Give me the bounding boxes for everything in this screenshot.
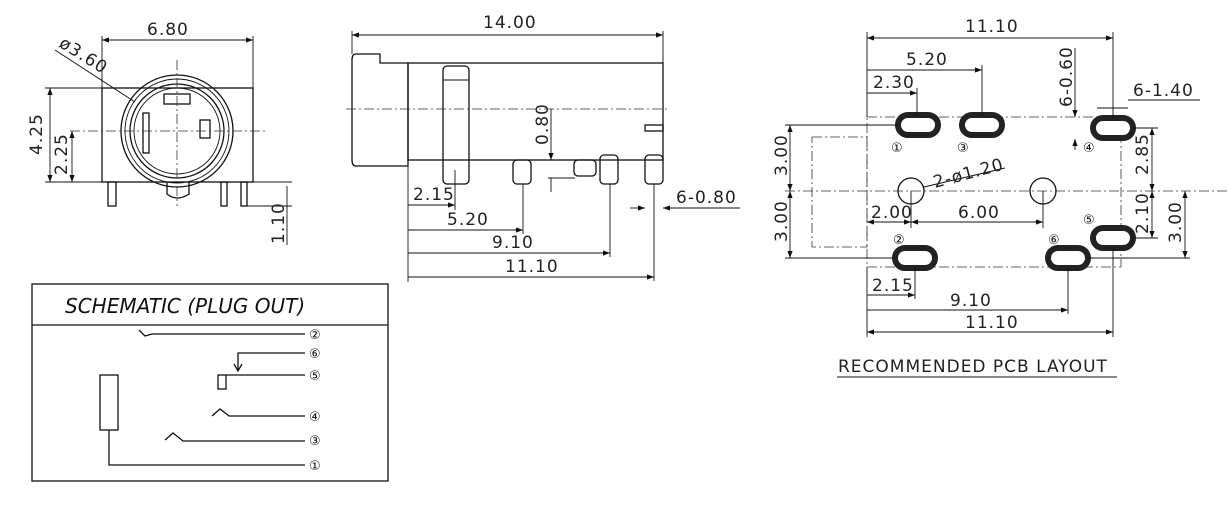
pad-width-dim: 6-1.40 — [1133, 81, 1194, 101]
schematic: SCHEMATIC (PLUG OUT) ② ⑥ ⑤ ④ ③ ① — [31, 283, 389, 482]
hole-spacing-dim: 6.00 — [958, 203, 1000, 223]
pin-label-4: ④ — [309, 410, 321, 425]
pin-label-2: ② — [309, 328, 321, 343]
pin-label-5: ⑤ — [309, 369, 321, 384]
pad1-dim: 2.30 — [873, 73, 915, 93]
width-dim: 6.80 — [147, 20, 189, 40]
pin-label-6: ⑥ — [309, 347, 321, 362]
pin-pos-4: 11.10 — [505, 257, 559, 277]
left-upper-dim: 3.00 — [772, 134, 792, 176]
pad-label-5: ⑤ — [1083, 213, 1095, 228]
left-lower-dim: 3.00 — [772, 200, 792, 242]
pad-label-2: ② — [893, 233, 905, 248]
length-dim: 14.00 — [483, 13, 537, 33]
top-width-dim: 11.10 — [965, 17, 1019, 37]
pad-label-6: ⑥ — [1048, 233, 1060, 248]
hole-offset-dim: 2.00 — [871, 203, 913, 223]
pads — [892, 112, 1136, 271]
pad3-dim: 5.20 — [906, 50, 948, 70]
right-mid-dim: 2.10 — [1133, 192, 1153, 234]
pad-label-3: ③ — [957, 141, 969, 156]
pad-height-dim: 6-0.60 — [1057, 46, 1077, 107]
side-view: 14.00 0.80 2.15 5.20 9.10 11.10 6-0.80 — [346, 13, 740, 282]
pin-label-3: ③ — [309, 434, 321, 449]
center-height-dim: 2.25 — [52, 133, 72, 175]
hole-dim: 2-ø1.20 — [931, 155, 1006, 193]
pcb-layout-title: RECOMMENDED PCB LAYOUT — [838, 357, 1108, 377]
height-dim: 4.25 — [27, 113, 47, 155]
pad2-dim: 2.15 — [872, 276, 914, 296]
front-view: 6.80 ø3.60 4.25 2.25 1.10 — [27, 20, 292, 245]
offset-dim: 0.80 — [533, 103, 553, 145]
pin-label-1: ① — [309, 459, 321, 474]
pin-pos-2: 5.20 — [447, 210, 489, 230]
bottom-width-dim: 11.10 — [965, 313, 1019, 333]
pin-width-dim: 6-0.80 — [676, 188, 737, 208]
schematic-title: SCHEMATIC (PLUG OUT) — [65, 294, 305, 318]
right-upper-dim: 2.85 — [1133, 133, 1153, 175]
right-lower-dim: 3.00 — [1166, 201, 1186, 243]
pad-label-4: ④ — [1083, 141, 1095, 156]
pad-label-1: ① — [891, 141, 903, 156]
pin-pos-1: 2.15 — [413, 185, 455, 205]
pcb-layout: ① ③ ④ ② ⑥ ⑤ 2-ø1.20 11.10 5.20 2.30 6-0.… — [772, 17, 1228, 378]
pin-pos-3: 9.10 — [492, 233, 534, 253]
pin-length-dim: 1.10 — [269, 202, 289, 244]
pad6-dim: 9.10 — [950, 291, 992, 311]
